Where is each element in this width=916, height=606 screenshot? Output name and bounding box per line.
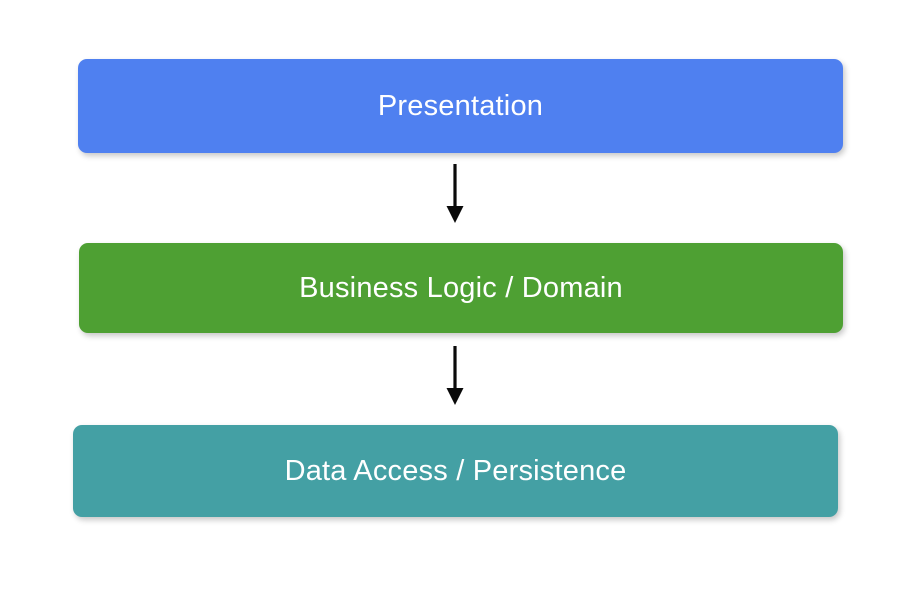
arrow-business-logic-to-data-access [446, 346, 464, 405]
node-presentation-label: Presentation [377, 89, 544, 122]
arrow-head [446, 388, 464, 405]
node-business-logic-label: Business Logic / Domain [299, 271, 623, 304]
node-presentation[interactable]: Presentation [78, 59, 843, 153]
arrow-presentation-to-business-logic [446, 164, 464, 223]
node-data-access[interactable]: Data Access / Persistence [73, 425, 838, 517]
node-business-logic[interactable]: Business Logic / Domain [79, 243, 843, 333]
node-data-access-label: Data Access / Persistence [284, 454, 627, 487]
arrow-head [446, 206, 464, 223]
